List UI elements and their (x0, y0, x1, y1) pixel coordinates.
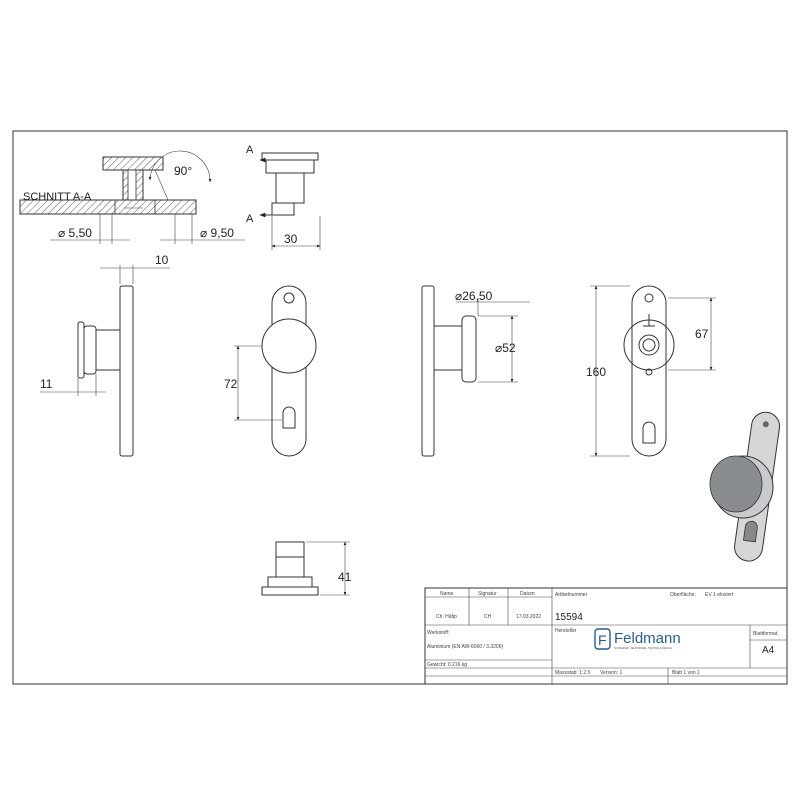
sheet-value: Blatt 1 von 1 (672, 670, 700, 676)
scale-value: Massstab: 1:2.5 (555, 670, 591, 676)
side-view-small: A A 30 (246, 144, 321, 250)
format-label: Blattformat (753, 631, 778, 637)
angle-label: 90° (174, 164, 192, 178)
feldmann-logo: F Feldmann SCHNEIDER, VELDHANDEL, TECHNI… (594, 628, 681, 650)
col-name-header: Name (440, 591, 454, 597)
knob-offset-label: 11 (40, 377, 53, 391)
col-date-header: Datum (520, 591, 535, 597)
article-number: 15594 (555, 612, 583, 623)
surface-label: Oberfläche: (670, 592, 696, 598)
counterbore-diameter-label: ⌀ 9,50 (200, 226, 234, 240)
date-value: 17.03.2022 (516, 614, 541, 620)
brand-tagline: SCHNEIDER, VELDHANDEL, TECHNIK & DESIGN (614, 647, 672, 650)
section-view: SCHNITT A-A 90° ⌀ 5,50 ⌀ 9,50 (19, 150, 245, 244)
section-label: SCHNITT A-A (23, 191, 92, 203)
material-value: Aluminium (EN AW-6060 / 3.3206) (427, 644, 503, 650)
logo-letter: F (598, 632, 607, 648)
cut-marker-top: A (246, 144, 254, 156)
front-view: 72 (224, 285, 317, 457)
format-value: A4 (762, 645, 775, 656)
back-view: 160 67 (586, 285, 716, 457)
col-article-header: Artikelnummer (555, 592, 588, 598)
name-value: Ch. Häfip (436, 614, 457, 620)
sheet-frame (12, 130, 788, 685)
left-side-view: 10 11 (40, 253, 170, 457)
col-signature-header: Signatur (478, 591, 497, 597)
knob-height-label: 67 (695, 327, 709, 341)
width-label: 30 (284, 232, 298, 246)
material-label: Werkstoff: (427, 630, 449, 636)
version-value: Version: 1 (600, 670, 622, 676)
title-block: Name Signatur Datum Artikelnummer Oberfl… (424, 587, 788, 685)
hole-diameter-label: ⌀ 5,50 (58, 226, 92, 240)
bottom-view: 41 (261, 541, 352, 596)
height-label: 160 (586, 365, 606, 379)
isometric-view (709, 411, 781, 562)
plate-thickness-label: 10 (155, 253, 169, 267)
signature-value: CH (484, 614, 492, 620)
bottom-height-label: 41 (338, 570, 352, 584)
cut-marker-bottom: A (246, 213, 254, 225)
brand-name: Feldmann (614, 630, 681, 647)
knob-side-view: ⌀26,50 ⌀52 (421, 285, 530, 457)
surface-value: EV 1 eloxiert (705, 592, 734, 598)
inner-diameter-label: ⌀26,50 (455, 289, 493, 303)
outer-diameter-label: ⌀52 (495, 341, 516, 355)
weight-value: Gewicht: 0.216 kg (427, 662, 467, 668)
spacing-label: 72 (224, 377, 238, 391)
producer-label: Hersteller (555, 628, 577, 634)
